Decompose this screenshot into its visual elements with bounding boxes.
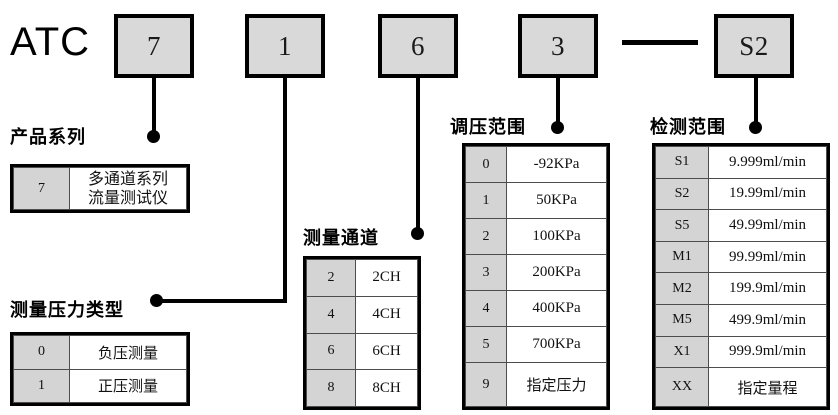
table-row: 2 2CH bbox=[306, 259, 418, 297]
table-row: 0 负压测量 bbox=[13, 335, 187, 370]
cell-code: 0 bbox=[465, 146, 507, 183]
table-row: 9 指定压力 bbox=[465, 362, 607, 407]
cell-desc: 499.9ml/min bbox=[708, 304, 827, 337]
caption-detection-range: 检测范围 bbox=[650, 117, 726, 137]
cell-code: 2 bbox=[306, 259, 356, 297]
cell-desc: -92KPa bbox=[506, 146, 607, 183]
table-row: 8 8CH bbox=[306, 369, 418, 407]
cell-desc: 50KPa bbox=[506, 182, 607, 219]
cell-desc-line2: 流量测试仪 bbox=[87, 187, 168, 207]
table-row: M2 199.9ml/min bbox=[655, 272, 827, 306]
table-row: 7 多通道系列 流量测试仪 bbox=[13, 167, 187, 210]
code-box-series[interactable]: 7 bbox=[114, 14, 194, 78]
cell-code: S5 bbox=[655, 209, 709, 242]
caption-measure-channel: 测量通道 bbox=[303, 228, 379, 248]
table-row: S1 9.999ml/min bbox=[655, 146, 827, 179]
caption-product-series: 产品系列 bbox=[10, 127, 86, 147]
cell-code: 1 bbox=[13, 368, 70, 403]
cell-code: 0 bbox=[13, 335, 70, 370]
cell-desc: 2CH bbox=[355, 259, 418, 297]
cell-code: XX bbox=[655, 367, 709, 407]
caption-pressure-range: 调压范围 bbox=[450, 117, 526, 137]
connector-series-line bbox=[152, 78, 156, 136]
table-row: 4 4CH bbox=[306, 295, 418, 334]
table-row: 1 50KPa bbox=[465, 182, 607, 219]
cell-desc: 多通道系列 流量测试仪 bbox=[69, 167, 187, 210]
table-row: M5 499.9ml/min bbox=[655, 304, 827, 337]
connector-detection-range-line bbox=[754, 78, 758, 127]
cell-desc: 8CH bbox=[355, 369, 418, 407]
cell-desc: 199.9ml/min bbox=[708, 272, 827, 306]
model-prefix-label: ATC bbox=[10, 20, 91, 64]
cell-code: 7 bbox=[13, 167, 70, 210]
cell-desc: 指定压力 bbox=[506, 362, 607, 407]
cell-code: 4 bbox=[306, 295, 356, 334]
cell-code: S1 bbox=[655, 146, 709, 179]
table-row: M1 99.99ml/min bbox=[655, 240, 827, 274]
cell-desc: 9.999ml/min bbox=[708, 146, 827, 179]
cell-code: 6 bbox=[306, 332, 356, 371]
cell-desc: 100KPa bbox=[506, 218, 607, 255]
table-row: 5 700KPa bbox=[465, 326, 607, 363]
cell-desc: 4CH bbox=[355, 295, 418, 334]
cell-desc: 700KPa bbox=[506, 326, 607, 363]
table-product-series: 7 多通道系列 流量测试仪 bbox=[10, 164, 190, 213]
cell-code: 4 bbox=[465, 290, 507, 327]
table-row: 6 6CH bbox=[306, 332, 418, 371]
cell-desc: 6CH bbox=[355, 332, 418, 371]
connector-detection-range-dot bbox=[749, 121, 762, 134]
table-row: 0 -92KPa bbox=[465, 146, 607, 183]
cell-desc-line1: 多通道系列 bbox=[87, 169, 168, 189]
cell-code: M5 bbox=[655, 304, 709, 337]
table-row: S5 49.99ml/min bbox=[655, 209, 827, 242]
connector-pressure-range-line bbox=[556, 78, 560, 127]
cell-code: 8 bbox=[306, 369, 356, 407]
table-row: 1 正压测量 bbox=[13, 368, 187, 403]
table-detection-range: S1 9.999ml/min S2 19.99ml/min S5 49.99ml… bbox=[652, 143, 830, 410]
connector-pressure-type-vline bbox=[283, 78, 287, 303]
cell-desc: 999.9ml/min bbox=[708, 335, 827, 369]
connector-pressure-range-dot bbox=[551, 121, 564, 134]
cell-code: 1 bbox=[465, 182, 507, 219]
cell-desc: 400KPa bbox=[506, 290, 607, 327]
cell-code: 2 bbox=[465, 218, 507, 255]
cell-code: M1 bbox=[655, 240, 709, 274]
code-box-detection-range[interactable]: S2 bbox=[714, 14, 794, 78]
caption-pressure-type: 测量压力类型 bbox=[10, 300, 124, 320]
separator-dash bbox=[622, 40, 698, 45]
connector-pressure-type-dot bbox=[150, 294, 163, 307]
code-box-pressure-type[interactable]: 1 bbox=[245, 14, 325, 78]
cell-desc: 19.99ml/min bbox=[708, 177, 827, 211]
table-measure-channel: 2 2CH 4 4CH 6 6CH 8 8CH bbox=[303, 256, 421, 410]
table-row: XX 指定量程 bbox=[655, 367, 827, 407]
cell-code: 3 bbox=[465, 254, 507, 291]
table-row: S2 19.99ml/min bbox=[655, 177, 827, 211]
cell-code: M2 bbox=[655, 272, 709, 306]
code-box-pressure-range[interactable]: 3 bbox=[518, 14, 598, 78]
cell-desc: 正压测量 bbox=[69, 368, 187, 403]
cell-desc: 负压测量 bbox=[69, 335, 187, 370]
cell-desc: 指定量程 bbox=[708, 367, 827, 407]
table-pressure-range: 0 -92KPa 1 50KPa 2 100KPa 3 200KPa 4 400… bbox=[462, 143, 610, 410]
cell-desc: 200KPa bbox=[506, 254, 607, 291]
table-row: 4 400KPa bbox=[465, 290, 607, 327]
cell-desc: 49.99ml/min bbox=[708, 209, 827, 242]
table-row: 2 100KPa bbox=[465, 218, 607, 255]
cell-code: X1 bbox=[655, 335, 709, 369]
connector-channel-line bbox=[416, 78, 420, 233]
cell-code: S2 bbox=[655, 177, 709, 211]
connector-channel-dot bbox=[411, 227, 424, 240]
connector-series-dot bbox=[147, 130, 160, 143]
cell-code: 9 bbox=[465, 362, 507, 407]
cell-desc: 99.99ml/min bbox=[708, 240, 827, 274]
connector-pressure-type-hline bbox=[155, 299, 285, 303]
table-pressure-type: 0 负压测量 1 正压测量 bbox=[10, 332, 190, 406]
code-box-channel[interactable]: 6 bbox=[378, 14, 458, 78]
table-row: 3 200KPa bbox=[465, 254, 607, 291]
cell-code: 5 bbox=[465, 326, 507, 363]
table-row: X1 999.9ml/min bbox=[655, 335, 827, 369]
